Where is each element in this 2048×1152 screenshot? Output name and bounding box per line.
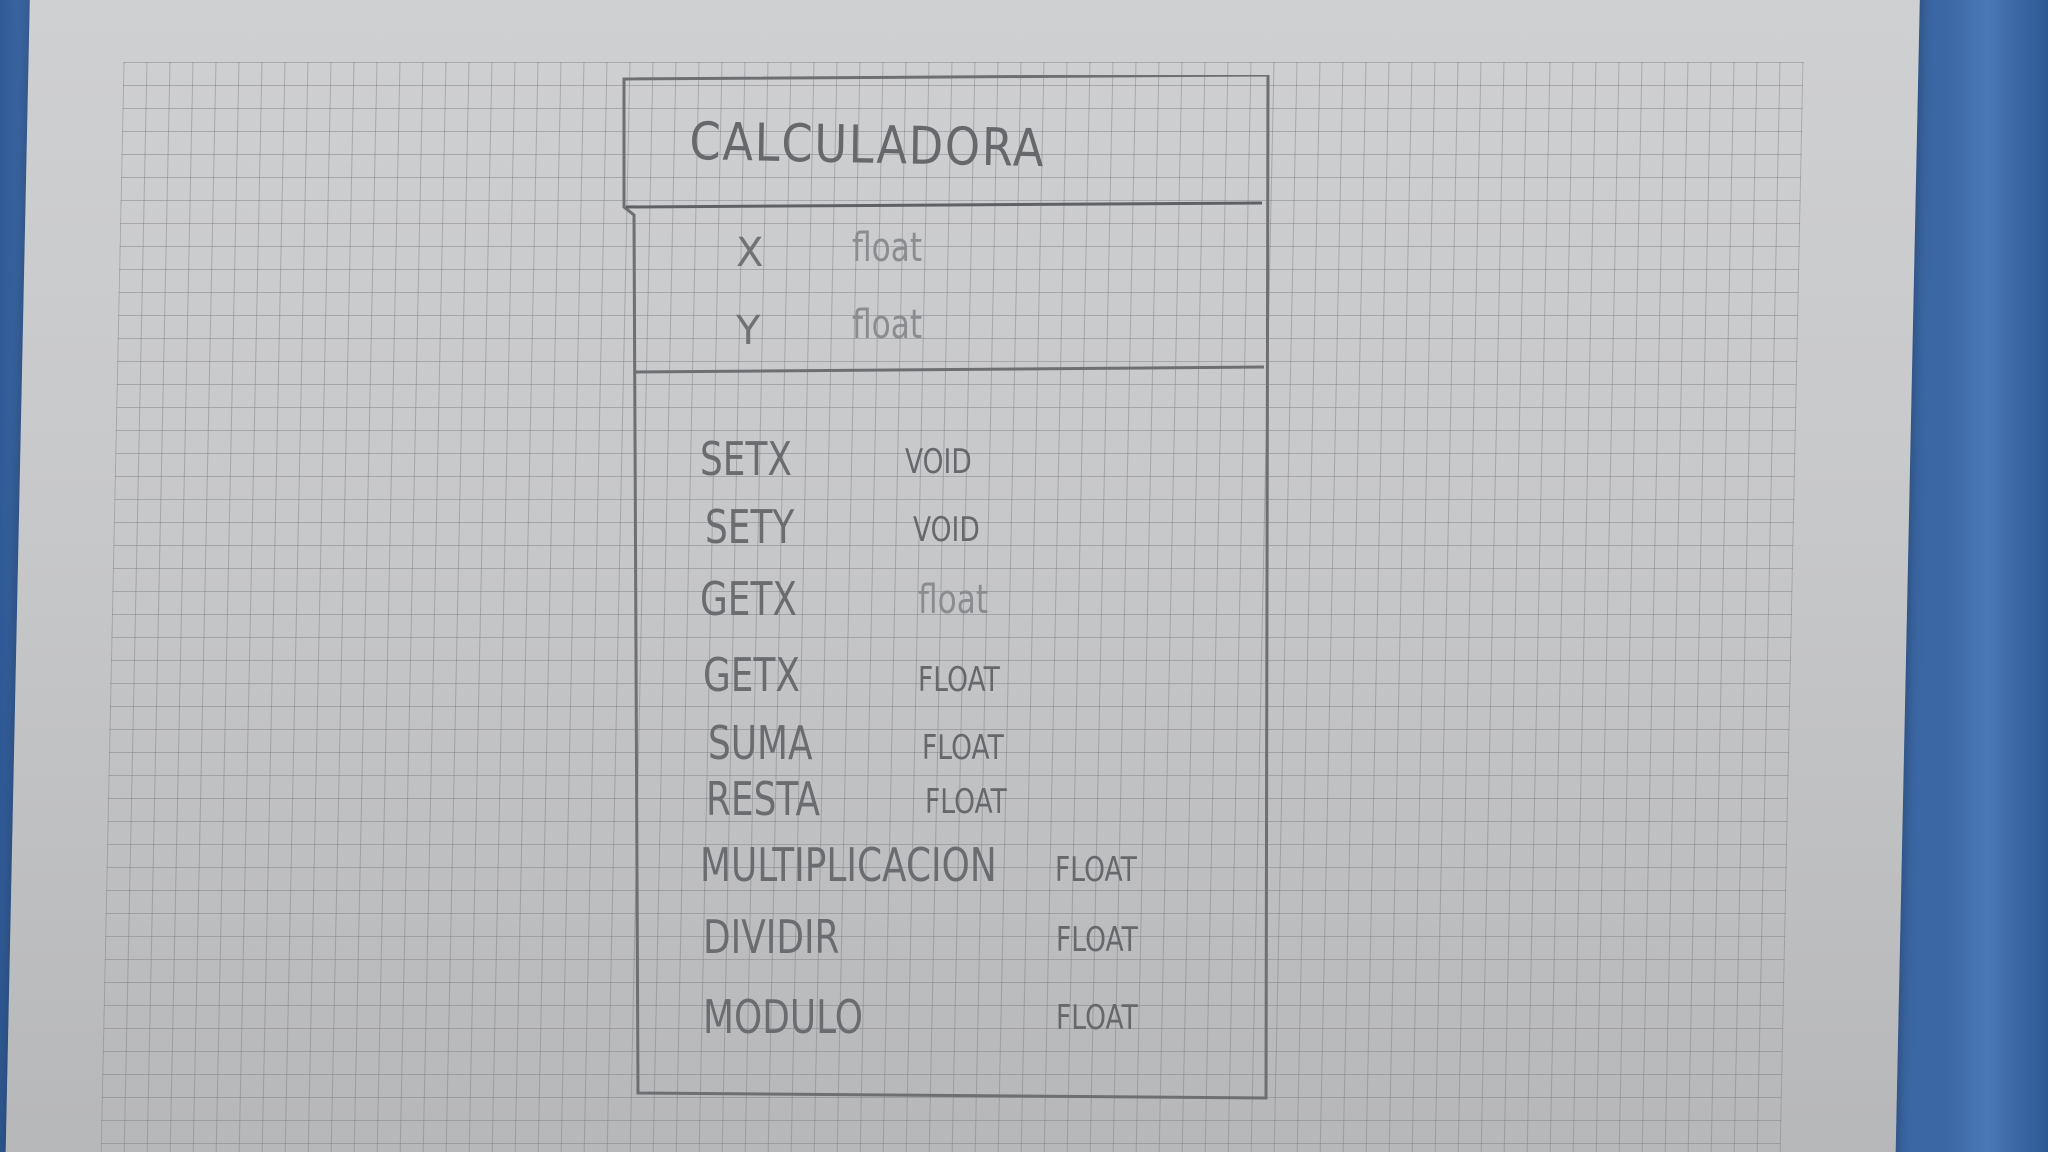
method-name-getx: GETX bbox=[700, 572, 797, 626]
method-type-getx: float bbox=[918, 577, 989, 623]
attributes-divider bbox=[633, 365, 1265, 374]
method-name-modulo: MODULO bbox=[703, 990, 864, 1044]
method-type-dividir: FLOAT bbox=[1056, 920, 1138, 960]
method-type-suma: FLOAT bbox=[922, 728, 1004, 768]
method-name-setx: SETX bbox=[700, 432, 792, 486]
method-name-multiplicacion: MULTIPLICACION bbox=[700, 838, 997, 892]
method-type-modulo: FLOAT bbox=[1056, 998, 1138, 1038]
method-name-resta: RESTA bbox=[706, 772, 821, 826]
method-type-resta: FLOAT bbox=[925, 782, 1007, 822]
attribute-name-x: X bbox=[736, 230, 764, 276]
method-name-dividir: DIVIDIR bbox=[703, 910, 840, 964]
method-type-sety: VOID bbox=[913, 510, 980, 550]
method-name-getx-2: GETX bbox=[703, 648, 800, 702]
method-name-sety: SETY bbox=[705, 500, 795, 554]
title-divider bbox=[625, 201, 1263, 209]
method-name-suma: SUMA bbox=[708, 716, 813, 770]
attribute-type-y: float bbox=[852, 302, 923, 348]
class-box-outline bbox=[622, 75, 1270, 1100]
attribute-type-x: float bbox=[852, 225, 923, 271]
method-type-multiplicacion: FLOAT bbox=[1055, 850, 1137, 890]
method-type-getx-2: FLOAT bbox=[918, 660, 1000, 700]
attribute-name-y: Y bbox=[736, 308, 761, 354]
method-type-setx: VOID bbox=[905, 442, 972, 482]
class-title: CALCULADORA bbox=[689, 112, 1046, 180]
